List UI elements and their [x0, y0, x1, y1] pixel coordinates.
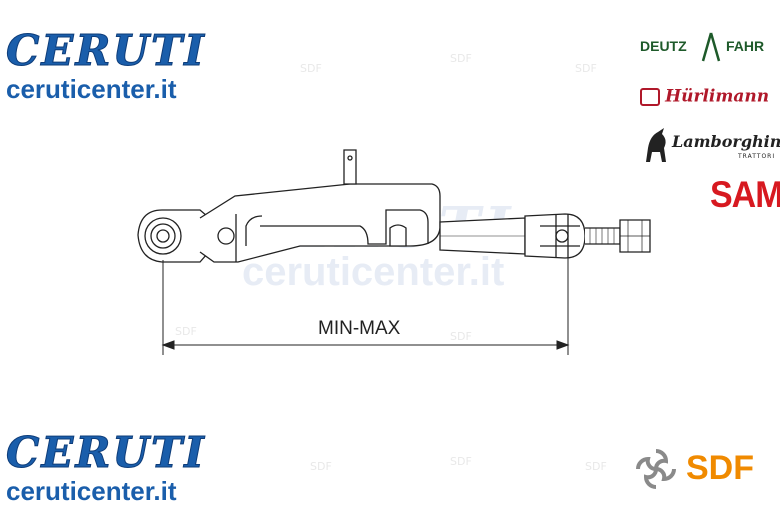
watermark-sdf-2: SDF [450, 52, 472, 65]
watermark-sdf-8: SDF [585, 460, 607, 473]
lamborghini-logo: Lamborghini TRATTORI [642, 126, 780, 170]
watermark-sdf-3: SDF [575, 62, 597, 75]
lamborghini-name: Lamborghini [672, 132, 780, 151]
bull-icon [646, 128, 666, 162]
watermark-sdf-1: SDF [300, 62, 322, 75]
hook-body [199, 183, 441, 263]
lamborghini-sub: TRATTORI [738, 153, 776, 160]
rod-and-nut [585, 219, 651, 253]
watermark-sdf-7: SDF [450, 455, 472, 468]
header-logo-brand: CERUTI [6, 26, 206, 75]
same-logo: SAME [710, 174, 780, 216]
hurlimann-emblem-icon [640, 87, 660, 106]
hurlimann-name: Hürlimann [665, 86, 770, 107]
deutz-fahr-logo: DEUTZ FAHR [640, 32, 775, 64]
sdf-emblem-icon [636, 449, 676, 489]
footer-logo-site: ceruticenter.it [6, 476, 177, 506]
watermark-sdf-6: SDF [310, 460, 332, 473]
deutz-fahr-mark-icon [701, 32, 721, 62]
sdf-logo: SDF [632, 445, 772, 495]
footer-logo-brand: CERUTI [6, 428, 206, 477]
deutz-fahr-right: FAHR [726, 38, 765, 54]
clevis-fork [524, 213, 586, 259]
hook-pin-tab [343, 149, 357, 185]
watermark-site: ceruticenter.it [242, 250, 505, 294]
watermark-sdf-4: SDF [450, 330, 472, 343]
hurlimann-logo: Hürlimann [640, 86, 769, 107]
deutz-fahr-left: DEUTZ [640, 38, 687, 54]
sdf-name: SDF [686, 449, 754, 487]
watermark-sdf-5: SDF [175, 325, 197, 338]
header-logo[interactable]: CERUTI ceruticenter.it [6, 26, 206, 104]
ball-joint-end [137, 209, 215, 263]
min-max-dimension [161, 258, 570, 355]
threaded-tube [439, 217, 526, 255]
min-max-label: MIN-MAX [318, 318, 401, 339]
footer-logo[interactable]: CERUTI ceruticenter.it [6, 428, 206, 506]
header-logo-site: ceruticenter.it [6, 74, 177, 104]
